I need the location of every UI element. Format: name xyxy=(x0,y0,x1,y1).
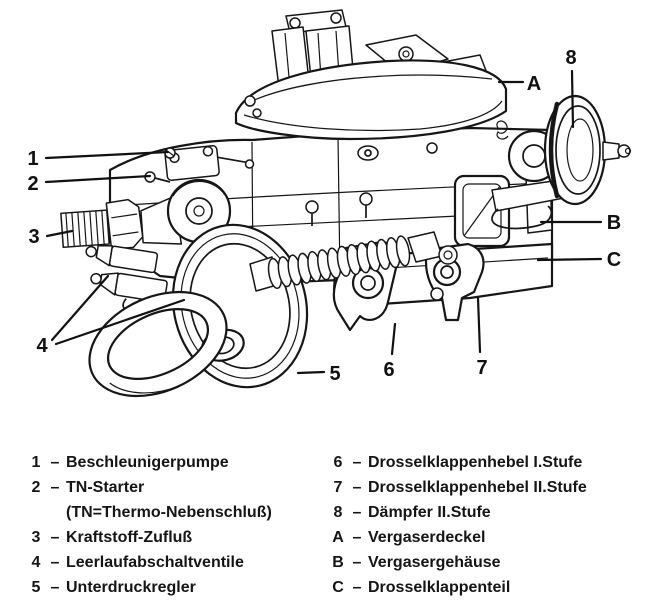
legend-separator-spacer xyxy=(44,500,66,525)
legend-key: 2 xyxy=(31,479,41,496)
legend-separator: – xyxy=(352,454,362,471)
spring-anchor-bolt xyxy=(305,200,319,214)
legend-separator: – xyxy=(50,579,60,596)
legend-key: A xyxy=(332,529,344,546)
callout-A-label: A xyxy=(527,73,541,95)
legend-left-column: 1 – Beschleunigerpumpe 2 – TN-Starter (T… xyxy=(28,450,324,600)
legend-separator: – xyxy=(352,529,362,546)
legend-text: Beschleunigerpumpe xyxy=(66,454,229,471)
legend-key: 6 xyxy=(333,454,343,471)
legend-text: Drosselklappenhebel II.Stufe xyxy=(368,479,587,496)
damper-assembly xyxy=(491,94,632,234)
idle-shutoff-valves xyxy=(85,244,168,313)
legend-item-8: 8 – Dämpfer II.Stufe xyxy=(330,500,660,525)
callout-3-label: 3 xyxy=(28,226,39,248)
carburetor-figure: 1 2 3 4 5 6 7 8 A B C xyxy=(27,9,632,398)
legend-text: Drosselklappenteil xyxy=(368,579,511,596)
throttle-lever-stage2 xyxy=(424,242,485,322)
legend-item-2-continuation: (TN=Thermo-Nebenschluß) xyxy=(28,500,324,525)
carburetor-cover xyxy=(234,9,508,141)
legend-item-3: 3 – Kraftstoff-Zufluß xyxy=(28,525,324,550)
leader-line-4a xyxy=(50,274,110,342)
callout-B-label: B xyxy=(607,212,621,234)
legend-text: Vergaserdeckel xyxy=(368,529,486,546)
accelerator-pump xyxy=(164,145,255,181)
callout-8-label: 8 xyxy=(565,47,576,69)
leader-line-2 xyxy=(44,174,152,184)
leader-line-7 xyxy=(476,296,482,354)
left-fittings xyxy=(60,145,255,313)
legend-right-column: 6 – Drosselklappenhebel I.Stufe 7 – Dros… xyxy=(330,450,660,600)
legend-key: 4 xyxy=(31,554,41,571)
legend-key: 5 xyxy=(31,579,41,596)
callout-labels: 1 2 3 4 5 6 7 8 A B C xyxy=(27,47,621,385)
legend-separator: – xyxy=(50,529,60,546)
legend-key-spacer xyxy=(28,500,44,525)
leader-line-4b xyxy=(54,298,186,346)
legend-separator: – xyxy=(352,554,362,571)
legend-text: Drosselklappenhebel I.Stufe xyxy=(368,454,583,471)
damper-disc xyxy=(543,94,607,206)
callout-6-label: 6 xyxy=(383,359,394,381)
hose-ring xyxy=(88,290,228,398)
callout-2-label: 2 xyxy=(27,173,38,195)
legend-item-7: 7 – Drosselklappenhebel II.Stufe xyxy=(330,475,660,500)
legend-key: 1 xyxy=(31,454,41,471)
legend-item-C: C – Drosselklappenteil xyxy=(330,575,660,600)
legend-text: Vergasergehäuse xyxy=(368,554,501,571)
legend-text: TN-Starter xyxy=(66,479,145,496)
legend-item-A: A – Vergaserdeckel xyxy=(330,525,660,550)
carburetor-diagram: 1 2 3 4 5 6 7 8 A B C xyxy=(27,9,632,398)
callout-1-label: 1 xyxy=(27,148,38,170)
legend-item-5: 5 – Unterdruckregler xyxy=(28,575,324,600)
leader-line-5 xyxy=(296,370,326,375)
legend-key: C xyxy=(332,579,344,596)
damper-nipple xyxy=(602,141,632,161)
leader-line-C xyxy=(536,257,603,262)
legend-separator: – xyxy=(352,504,362,521)
legend-separator: – xyxy=(50,554,60,571)
callout-5-label: 5 xyxy=(329,363,340,385)
fuel-inlet-fitting xyxy=(60,195,183,250)
legend-item-6: 6 – Drosselklappenhebel I.Stufe xyxy=(330,450,660,475)
leader-line-3 xyxy=(45,229,74,238)
leader-lines xyxy=(44,69,603,375)
legend-separator: – xyxy=(50,479,60,496)
legend-key: B xyxy=(332,554,344,571)
legend-item-1: 1 – Beschleunigerpumpe xyxy=(28,450,324,475)
cover-rim xyxy=(234,59,508,141)
legend-text: (TN=Thermo-Nebenschluß) xyxy=(66,504,272,521)
legend-separator: – xyxy=(352,479,362,496)
leader-line-1 xyxy=(44,150,170,160)
legend-key: 3 xyxy=(31,529,41,546)
callout-7-label: 7 xyxy=(476,357,487,379)
legend-text: Leerlaufabschaltventile xyxy=(66,554,244,571)
legend-item-4: 4 – Leerlaufabschaltventile xyxy=(28,550,324,575)
legend-text: Kraftstoff-Zufluß xyxy=(66,529,193,546)
return-spring xyxy=(249,192,458,292)
legend-key: 8 xyxy=(333,504,343,521)
legend-text: Unterdruckregler xyxy=(66,579,196,596)
callout-C-label: C xyxy=(607,249,621,271)
legend-item-2: 2 – TN-Starter xyxy=(28,475,324,500)
legend-separator: – xyxy=(352,579,362,596)
legend-key: 7 xyxy=(333,479,343,496)
legend-separator: – xyxy=(50,454,60,471)
legend-item-B: B – Vergasergehäuse xyxy=(330,550,660,575)
legend-text: Dämpfer II.Stufe xyxy=(368,504,491,521)
leader-line-6 xyxy=(390,322,397,356)
body-window xyxy=(453,174,511,248)
callout-4-label: 4 xyxy=(36,335,48,357)
leader-line-8 xyxy=(570,69,575,129)
